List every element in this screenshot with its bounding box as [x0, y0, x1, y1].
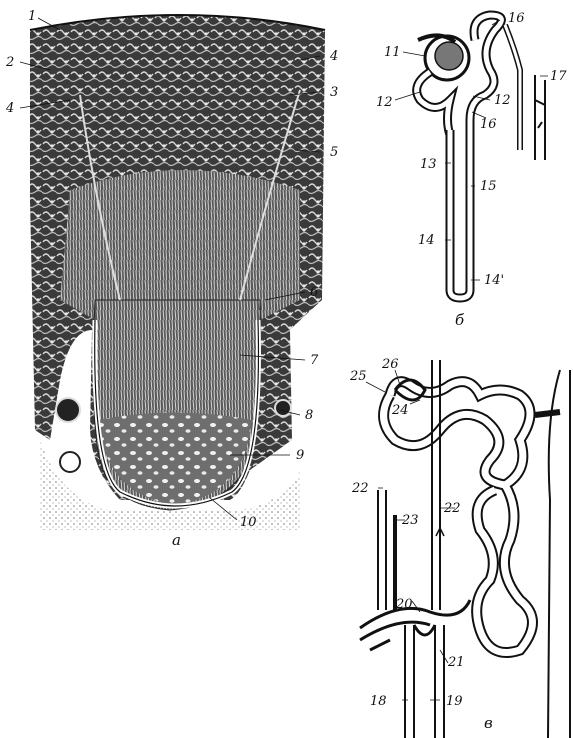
label-18: 18 — [370, 694, 387, 709]
label-26: 26 — [381, 357, 399, 372]
label-7: 7 — [310, 353, 319, 368]
label-11: 11 — [384, 45, 401, 60]
vessel-section — [60, 452, 80, 472]
label-4b: 4 — [329, 49, 338, 64]
label-5: 5 — [330, 145, 338, 160]
panel-a-kidney-lobe: 1 2 4 4 3 5 6 7 8 9 10 а — [5, 9, 338, 549]
label-22b: 22 — [443, 501, 461, 516]
vessel-junction — [414, 625, 435, 635]
label-23: 23 — [401, 513, 419, 528]
label-17: 17 — [550, 69, 567, 84]
panel-b-nephron: 11 12 12 16 16 17 13 15 14 14' б — [376, 11, 567, 329]
label-9: 9 — [296, 448, 304, 463]
label-14: 14 — [418, 233, 435, 248]
label-2: 2 — [5, 55, 14, 70]
label-19: 19 — [446, 694, 463, 709]
collecting-duct — [535, 75, 545, 160]
label-10: 10 — [240, 515, 257, 530]
label-16b: 16 — [480, 117, 497, 132]
label-16a: 16 — [508, 11, 525, 26]
label-25: 25 — [349, 369, 367, 384]
panel-c-nephron-vessels: 25 26 24 22 22 23 20 21 18 19 в — [349, 357, 570, 738]
label-12b: 12 — [494, 93, 511, 108]
collecting-duct-right — [548, 370, 570, 738]
label-15: 15 — [480, 179, 497, 194]
label-14-prime: 14' — [484, 273, 504, 288]
label-12a: 12 — [376, 95, 393, 110]
glomerulus — [435, 42, 463, 70]
label-4a: 4 — [5, 101, 14, 116]
label-20: 20 — [395, 597, 413, 612]
caption-a: а — [172, 531, 181, 549]
vessel-section — [56, 398, 80, 422]
vertical-vessel-left — [378, 490, 386, 610]
connecting-tubule — [535, 412, 560, 415]
caption-b: б — [455, 311, 465, 329]
label-24: 24 — [391, 403, 409, 418]
vessel-section — [275, 400, 291, 416]
label-21: 21 — [447, 655, 465, 670]
label-3: 3 — [330, 85, 338, 100]
flow-arrow — [436, 528, 444, 550]
label-13: 13 — [420, 157, 437, 172]
renal-vein — [405, 625, 414, 738]
label-8: 8 — [305, 408, 313, 423]
label-22a: 22 — [351, 481, 369, 496]
renal-artery — [435, 625, 444, 738]
label-1: 1 — [28, 9, 36, 24]
label-6: 6 — [310, 285, 318, 300]
caption-c: в — [484, 714, 493, 732]
